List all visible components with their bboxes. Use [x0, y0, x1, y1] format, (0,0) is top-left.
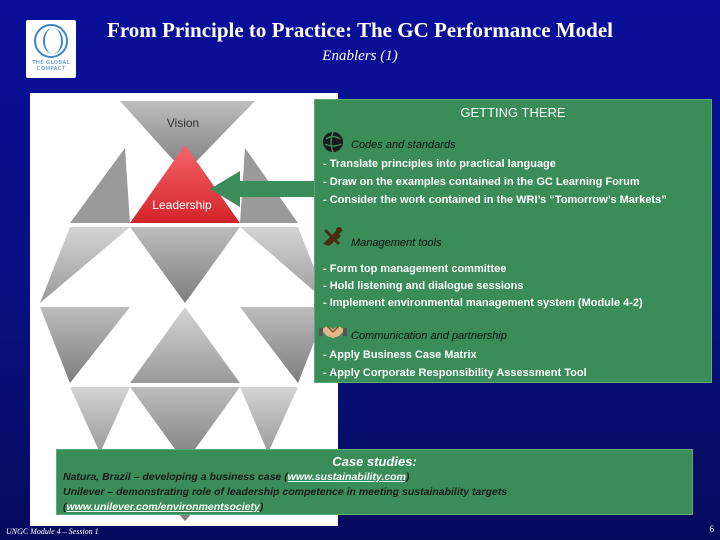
codes-standards-heading: Codes and standards — [351, 139, 456, 151]
unilever-link[interactable]: www.unilever.com/environmentsociety — [66, 501, 260, 513]
case-line-unilever-link: (www.unilever.com/environmentsociety) — [63, 501, 263, 513]
vision-label: Vision — [167, 116, 199, 130]
logo-text: THE GLOBAL COMPACT — [32, 60, 70, 72]
tier-4-left — [70, 387, 130, 453]
vision-shape — [120, 101, 255, 173]
management-tools-heading: Management tools — [351, 237, 442, 249]
bullet: - Form top management committee — [323, 263, 507, 275]
leadership-label: Leadership — [152, 198, 212, 212]
getting-there-title: GETTING THERE — [460, 105, 566, 120]
bullet: - Implement environmental management sys… — [323, 297, 643, 309]
bullet: - Apply Business Case Matrix — [323, 349, 477, 361]
communication-partnership-heading: Communication and partnership — [351, 330, 507, 342]
globe-logo-icon — [34, 24, 68, 58]
getting-there-panel: GETTING THERE Codes and standards - Tran… — [314, 99, 712, 383]
green-arrow — [210, 171, 320, 207]
tier-2-center — [130, 227, 240, 303]
case-text: ) — [405, 471, 410, 483]
page-number: 6 — [709, 524, 715, 534]
sustainability-link[interactable]: www.sustainability.com — [287, 471, 406, 483]
slide-subtitle: Enablers (1) — [322, 48, 398, 64]
logo: THE GLOBAL COMPACT — [26, 20, 76, 78]
case-studies-panel: Case studies: Natura, Brazil – developin… — [56, 449, 693, 515]
leadership-side-left — [70, 148, 130, 223]
case-text: ( — [63, 501, 67, 513]
bullet: - Hold listening and dialogue sessions — [323, 280, 524, 292]
case-line-natura: Natura, Brazil – developing a business c… — [63, 471, 409, 483]
leadership-shape — [130, 145, 240, 223]
bullet: - Translate principles into practical la… — [323, 158, 556, 170]
tier-4-right — [240, 387, 298, 453]
bullet: - Consider the work contained in the WRI… — [323, 194, 667, 206]
tier-3-right — [240, 307, 328, 383]
globe-icon — [323, 131, 343, 153]
footer-module: UNGC Module 4 – Session 1 — [6, 527, 99, 536]
tier-2-right — [240, 227, 328, 303]
bullet: - Apply Corporate Responsibility Assessm… — [323, 367, 587, 379]
case-line-unilever: Unilever – demonstrating role of leaders… — [63, 486, 508, 498]
case-studies-title: Case studies: — [332, 454, 417, 469]
tier-2-left — [40, 227, 130, 303]
case-text: ) — [259, 501, 264, 513]
slide-title: From Principle to Practice: The GC Perfo… — [107, 18, 613, 42]
bullet: - Draw on the examples contained in the … — [323, 176, 640, 188]
tier-3-center — [130, 307, 240, 383]
case-text: Natura, Brazil – developing a business c… — [63, 471, 288, 483]
handshake-icon — [319, 325, 347, 338]
tier-4-center — [130, 387, 240, 463]
tier-3-left — [40, 307, 130, 383]
tools-icon — [323, 227, 343, 246]
